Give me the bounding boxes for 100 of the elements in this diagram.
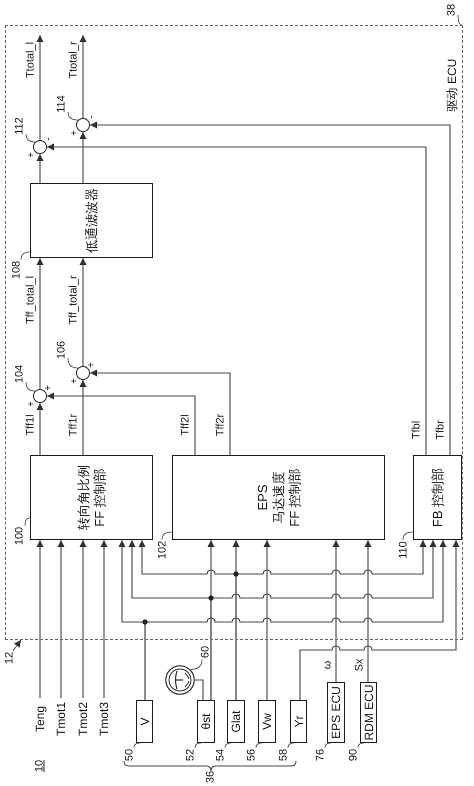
arrow bbox=[36, 403, 44, 455]
control-block: EPS 马达速度 FF 控制部 bbox=[172, 455, 385, 540]
arrow bbox=[80, 35, 86, 118]
sensor-box: V bbox=[136, 700, 153, 743]
arrow bbox=[36, 540, 44, 698]
sensor-box: Glat bbox=[227, 700, 245, 743]
sensor-box: RDM ECU bbox=[360, 682, 377, 743]
arrow bbox=[364, 540, 372, 682]
leader-line bbox=[162, 532, 172, 540]
sign-label: + bbox=[44, 385, 54, 391]
edge-label: Sx bbox=[354, 658, 366, 672]
reference-number: 110 bbox=[398, 541, 410, 559]
leader-line bbox=[324, 742, 332, 748]
leader-line bbox=[68, 358, 78, 368]
arrow bbox=[299, 540, 460, 700]
sensor-box: Yr bbox=[290, 700, 307, 743]
leader-line bbox=[458, 14, 462, 26]
arrow bbox=[90, 370, 231, 455]
edge-label: Tff_total_l bbox=[26, 276, 36, 324]
sign-label: + bbox=[70, 378, 80, 384]
ecu-boundary bbox=[5, 25, 463, 640]
sign-label: + bbox=[27, 401, 37, 407]
signal-label: Tmot1 bbox=[54, 698, 68, 740]
arrow bbox=[47, 392, 196, 455]
edge-label: Tfbr bbox=[436, 420, 446, 440]
reference-number: 36 bbox=[206, 770, 216, 784]
signal-label: Tmot2 bbox=[76, 698, 90, 740]
filter-block: 低通滤波器 bbox=[30, 183, 153, 258]
edge-label: Tfbl bbox=[412, 420, 422, 440]
summing-junction bbox=[76, 366, 90, 380]
leader-line bbox=[24, 518, 30, 526]
leader-line bbox=[256, 742, 262, 748]
boundary-label: 驱动 ECU bbox=[446, 58, 458, 112]
edge-label: ω bbox=[322, 660, 334, 670]
arrow bbox=[36, 35, 44, 140]
arrow bbox=[80, 380, 86, 455]
reference-number: 58 bbox=[278, 748, 290, 762]
leader-line bbox=[288, 742, 294, 748]
reference-number: 56 bbox=[246, 748, 258, 762]
arrow bbox=[100, 540, 108, 698]
reference-number: 50 bbox=[124, 748, 136, 762]
reference-number: 60 bbox=[200, 646, 212, 658]
reference-number: 104 bbox=[14, 364, 26, 384]
arrow bbox=[264, 540, 270, 700]
connector-line bbox=[195, 679, 204, 700]
edge-label: Ttotal_l bbox=[26, 42, 36, 78]
arrow bbox=[90, 122, 451, 455]
leader-line bbox=[224, 742, 232, 748]
sensor-box: Vw bbox=[258, 700, 276, 743]
sign-label: - bbox=[87, 115, 97, 119]
reference-number: 52 bbox=[186, 748, 196, 762]
leader-line bbox=[402, 532, 414, 540]
arrow bbox=[36, 258, 44, 389]
leader-line bbox=[190, 658, 202, 670]
sign-label: - bbox=[44, 137, 54, 141]
arrow bbox=[210, 540, 436, 700]
arrow bbox=[80, 132, 86, 183]
arrow bbox=[47, 144, 427, 455]
arrow bbox=[80, 258, 86, 366]
arrow bbox=[36, 154, 44, 183]
leader-line bbox=[194, 742, 202, 748]
leader-line bbox=[12, 640, 22, 652]
leader-line bbox=[134, 742, 140, 748]
sign-label: + bbox=[27, 152, 37, 158]
reference-number: 106 bbox=[56, 340, 68, 360]
leader-line bbox=[358, 742, 364, 748]
control-block: 转向角比例 FF 控制部 bbox=[30, 455, 153, 540]
reference-number: 114 bbox=[56, 95, 68, 113]
arrow bbox=[235, 540, 426, 700]
reference-number: 90 bbox=[348, 748, 360, 762]
steering-wheel-drawing bbox=[165, 665, 195, 695]
arrow bbox=[144, 540, 446, 700]
reference-number: 38 bbox=[446, 4, 458, 16]
reference-number: 102 bbox=[158, 540, 168, 560]
signal-label: Tmot3 bbox=[97, 698, 111, 740]
leader-line bbox=[26, 382, 36, 392]
leader-line bbox=[20, 252, 30, 260]
sensor-box: θst bbox=[197, 700, 215, 743]
leader-line bbox=[26, 134, 36, 142]
edge-label: Tff_total_r bbox=[68, 275, 80, 325]
reference-number: 108 bbox=[12, 260, 22, 280]
arrow bbox=[58, 540, 64, 698]
summing-junction bbox=[76, 118, 90, 132]
summing-junction bbox=[33, 140, 47, 154]
edge-label: Ttotal_r bbox=[68, 41, 80, 79]
sensor-box: EPS ECU bbox=[327, 682, 345, 743]
reference-number: 54 bbox=[216, 748, 226, 762]
control-block: FB 控制部 bbox=[413, 455, 462, 540]
reference-number: 12 bbox=[4, 652, 16, 664]
reference-number: 112 bbox=[14, 117, 26, 135]
reference-number: 76 bbox=[316, 748, 326, 762]
arrow bbox=[80, 540, 86, 698]
signal-label: Teng bbox=[33, 698, 47, 740]
edge-label: Tff2l bbox=[180, 414, 192, 436]
arrow bbox=[332, 540, 340, 682]
reference-number: 10 bbox=[34, 760, 46, 772]
summing-junction bbox=[33, 389, 47, 403]
edge-label: Tff2r bbox=[216, 414, 226, 436]
edge-label: Tff1r bbox=[68, 414, 80, 436]
reference-number: 100 bbox=[14, 526, 26, 546]
